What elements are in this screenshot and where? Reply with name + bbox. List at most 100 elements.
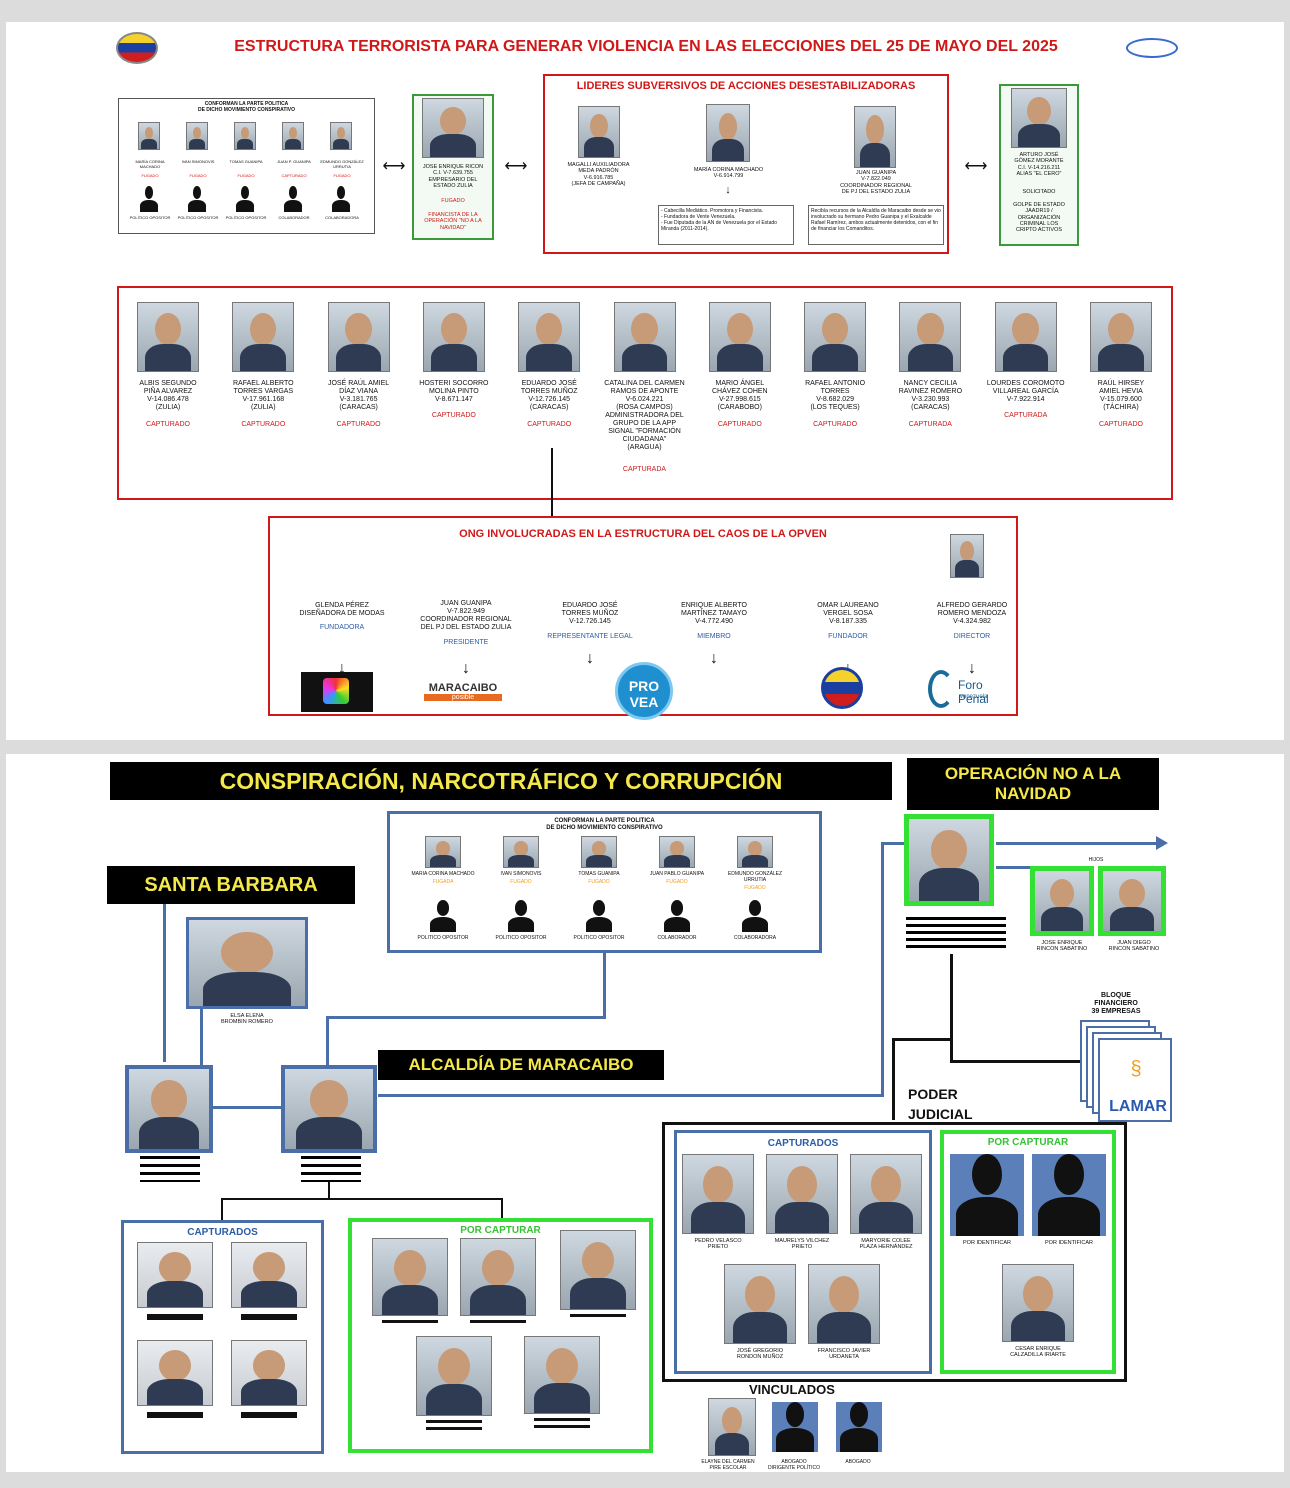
bottom-pol-name-1: IVAN SIMONOVIS (500, 871, 542, 877)
ong-arrow-icon-5: ↓ (968, 660, 976, 677)
son-1-photo (1030, 866, 1094, 936)
bottom-political-box (387, 811, 822, 953)
ong-role-2: REPRESENTANTE LEGAL (547, 632, 633, 640)
connector-blue-3 (204, 1106, 284, 1109)
alcaldia-wanted-photo-4-body (533, 1382, 591, 1413)
bottom-pol-silhouette-icon-3-head (670, 900, 684, 916)
captured-photo-5 (613, 302, 676, 372)
bottom-pol-silhouette-icon-2-head (592, 900, 606, 916)
connector-blue-9 (881, 842, 911, 845)
arturo-status: SOLICITADO (1022, 189, 1056, 195)
captured-photo-0-body (145, 343, 191, 371)
captured-status-9: CAPTURADA (1004, 412, 1048, 419)
foro-penal-text: Foro Penal (958, 678, 989, 706)
captured-photo-2-face (345, 312, 372, 346)
top-pol-silhouette-icon-3-head (288, 186, 298, 199)
judicial-wanted-silhouette-icon-1 (1032, 1154, 1106, 1236)
tree-line-4 (501, 1198, 503, 1218)
ong-text-0: GLENDA PÉREZ DISEÑADORA DE MODAS (299, 602, 385, 618)
alcaldia-captured-caption-3 (241, 1412, 297, 1418)
captured-status-2: CAPTURADO (336, 421, 381, 428)
bottom-pol-role-3: COLABORADOR (657, 935, 697, 941)
captured-photo-1-face (250, 312, 277, 346)
alcaldia-wanted-photo-3-face (437, 1347, 471, 1386)
bottom-panel: CONSPIRACIÓN, NARCOTRÁFICO Y CORRUPCIÓN … (6, 754, 1284, 1472)
santa-barbara-label: SANTA BARBARA (107, 866, 355, 904)
top-pol-photo-3-body (285, 138, 301, 149)
captured-photo-9-body (1002, 343, 1049, 371)
bloque-label: BLOQUE FINANCIERO 39 EMPRESAS (1091, 992, 1141, 1016)
foro-penal-sub: venezuela (960, 694, 988, 700)
judicial-wanted-silhouette-icon-1-head (1054, 1154, 1084, 1195)
top-pol-photo-2-face (240, 126, 250, 140)
bottom-title: CONSPIRACIÓN, NARCOTRÁFICO Y CORRUPCIÓN (110, 762, 892, 800)
lamar-logo-text: LAMAR (1109, 1098, 1167, 1115)
alcaldia-wanted-caption-2 (570, 1314, 626, 1320)
top-pol-role-2: POLÍTICO OPOSITOR (225, 215, 267, 220)
alcaldia-wanted-photo-0-face (393, 1249, 427, 1287)
top-pol-photo-0 (138, 122, 160, 150)
captured-text-2: JOSÉ RAÚL AMIEL DÍAZ VIANA V-3.181.765 (… (327, 380, 390, 412)
rincon-bottom-photo (904, 814, 994, 906)
black-line-3 (892, 1038, 952, 1041)
hijos-label: HIJOS (1088, 857, 1104, 863)
alcaldia-captured-caption-0 (147, 1314, 203, 1320)
top-pol-photo-1 (186, 122, 208, 150)
bottom-pol-silhouette-icon-0 (427, 900, 459, 932)
top-pol-silhouette-icon-1-body (187, 199, 207, 212)
alcaldia-wanted-box (348, 1218, 653, 1453)
operation-title: OPERACIÓN NO A LA NAVIDAD (907, 758, 1159, 810)
alcaldia-wanted-label: POR CAPTURAR (460, 1225, 541, 1236)
bottom-pol-photo-4 (737, 836, 773, 868)
connector-blue-5 (603, 953, 606, 1019)
captured-photo-3-body (431, 343, 477, 371)
alcaldia-wanted-photo-0 (372, 1238, 448, 1316)
mayor-maracaibo-photo (281, 1065, 377, 1153)
bottom-pol-silhouette-icon-3-body (663, 916, 691, 932)
ong-text-2: EDUARDO JOSÉ TORRES MUÑOZ V-12.726.145 (561, 602, 619, 626)
bottom-pol-silhouette-icon-1-body (507, 916, 535, 932)
alcaldia-wanted-caption-3 (426, 1420, 482, 1432)
tree-line-2 (221, 1198, 503, 1200)
judicial-captured-photo-0-face (702, 1165, 734, 1204)
captured-photo-10-face (1107, 312, 1135, 346)
alcaldia-captured-card-3-body (240, 1379, 298, 1405)
alcaldia-wanted-photo-1 (460, 1238, 536, 1316)
alcaldia-wanted-photo-4 (524, 1336, 600, 1414)
mayor-1-caption (140, 1156, 200, 1182)
leader-text-1: MAGALLI AUXILIADORA MEDA PADRÓN V-6.916.… (567, 162, 630, 187)
alcaldia-captured-card-0-body (146, 1281, 204, 1307)
captured-photo-5-face (631, 312, 658, 346)
captured-photo-1-body (240, 343, 287, 371)
political-box (118, 98, 375, 234)
judicial-captured-photo-3-face (744, 1275, 776, 1314)
judicial-captured-photo-1-face (786, 1165, 818, 1204)
ong-role-1: PRESIDENTE (443, 639, 489, 646)
alcaldia-captured-card-3-face (252, 1349, 286, 1381)
captured-photo-2-body (335, 343, 382, 371)
top-pol-photo-2-body (237, 138, 253, 149)
top-pol-status-2: FUGADO (237, 173, 255, 178)
vinculados-name-1: ABOGADO DIRIGENTE POLÍTICO (768, 1459, 820, 1471)
bottom-pol-silhouette-icon-1 (505, 900, 537, 932)
captured-photo-5-body (621, 343, 668, 371)
son-1-name: JOSE ENRIQUE RINCON SABATINO (1036, 940, 1088, 953)
alcaldia-captured-caption-2 (147, 1412, 203, 1418)
arturo-text: ARTURO JOSÉ GÓMEZ MORANTE C.I. V-14.216.… (1014, 152, 1064, 177)
rincon-photo (422, 98, 484, 158)
vinculados-silhouette-icon-2-head (849, 1402, 869, 1427)
judicial-captured-photo-2-body (859, 1201, 913, 1233)
judicial-captured-photo-0-body (691, 1201, 745, 1233)
arturo-photo (1011, 88, 1067, 148)
bottom-pol-status-1: FUGADO (510, 879, 532, 885)
alcaldia-wanted-list (348, 1218, 653, 1453)
top-panel: ESTRUCTURA TERRORISTA PARA GENERAR VIOLE… (6, 22, 1284, 740)
top-pol-name-2: TOMAS GUANIPA (229, 159, 263, 164)
tree-line-1 (328, 1182, 330, 1200)
maracaibo-logo-sub: posible (424, 694, 502, 701)
elsa-name: ELSA ELENA BROMBIN ROMERO (221, 1013, 273, 1026)
captured-photo-3-face (440, 312, 468, 346)
glenda-logo-icon (301, 672, 373, 712)
alcaldia-captured-box (121, 1220, 324, 1454)
